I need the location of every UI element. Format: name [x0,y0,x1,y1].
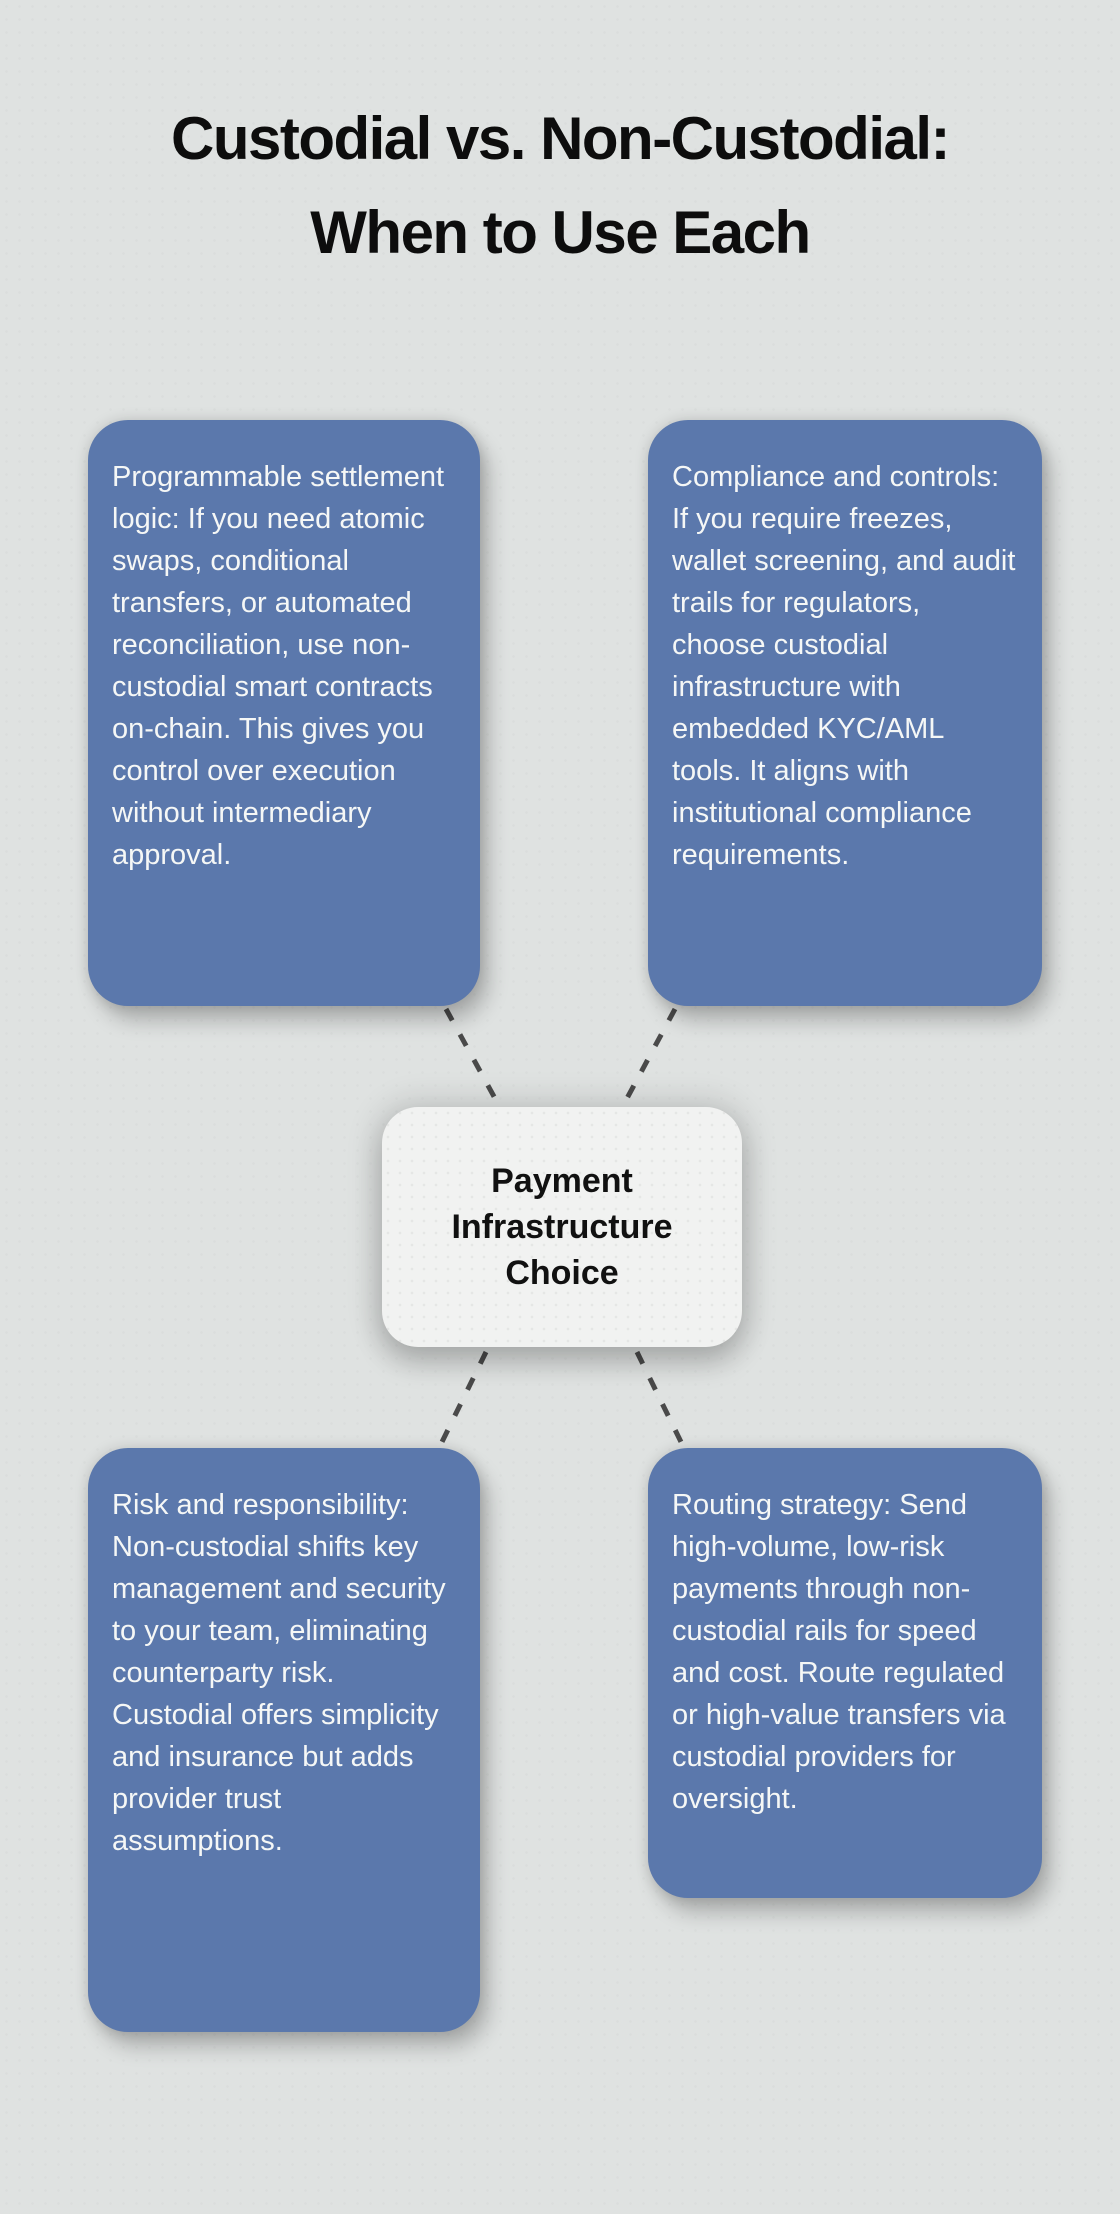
center-node-payment-infrastructure-choice: Payment Infrastructure Choice [382,1107,742,1347]
center-node-label: Payment Infrastructure Choice [451,1162,673,1292]
card-compliance-and-controls: Compliance and controls: If you require … [648,420,1042,1006]
title-line-2: When to Use Each [310,199,811,266]
connector-bottom-right [634,1350,685,1446]
card-risk-and-responsibility: Risk and responsibility: Non-custodial s… [88,1448,480,2032]
connector-top-right [622,1007,678,1104]
card-text-routing-strategy: Routing strategy: Send high-volume, low-… [672,1489,1006,1815]
title-line-1: Custodial vs. Non-Custodial: [170,105,951,172]
card-programmable-settlement-logic: Programmable settlement logic: If you ne… [88,420,480,1006]
card-text-risk-and-responsibility: Risk and responsibility: Non-custodial s… [112,1489,446,1857]
diagram-title: Custodial vs. Non-Custodial: When to Use… [0,92,1120,280]
connector-bottom-left [438,1350,489,1446]
card-routing-strategy: Routing strategy: Send high-volume, low-… [648,1448,1042,1898]
connector-top-left [443,1007,500,1104]
card-text-programmable-settlement-logic: Programmable settlement logic: If you ne… [112,461,445,871]
card-text-compliance-and-controls: Compliance and controls: If you require … [672,461,1016,871]
